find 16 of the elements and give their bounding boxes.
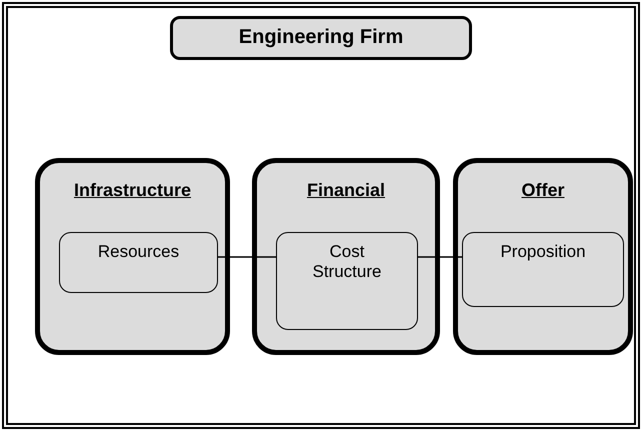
node-label: Resources [98,242,180,262]
connector-line [418,256,462,258]
group-box [35,158,230,355]
group-heading: Infrastructure [74,180,192,202]
node-label: Proposition [500,242,586,262]
process-box [59,232,218,293]
group-box [453,158,633,355]
title-box [170,16,472,60]
connector-line [218,256,276,258]
process-box [462,232,624,307]
process-box [276,232,418,330]
group-box [252,158,440,355]
group-heading: Financial [306,180,386,202]
node-label: Cost Structure [312,242,382,282]
group-heading: Offer [521,180,564,202]
node-label: Engineering Firm [238,25,404,49]
